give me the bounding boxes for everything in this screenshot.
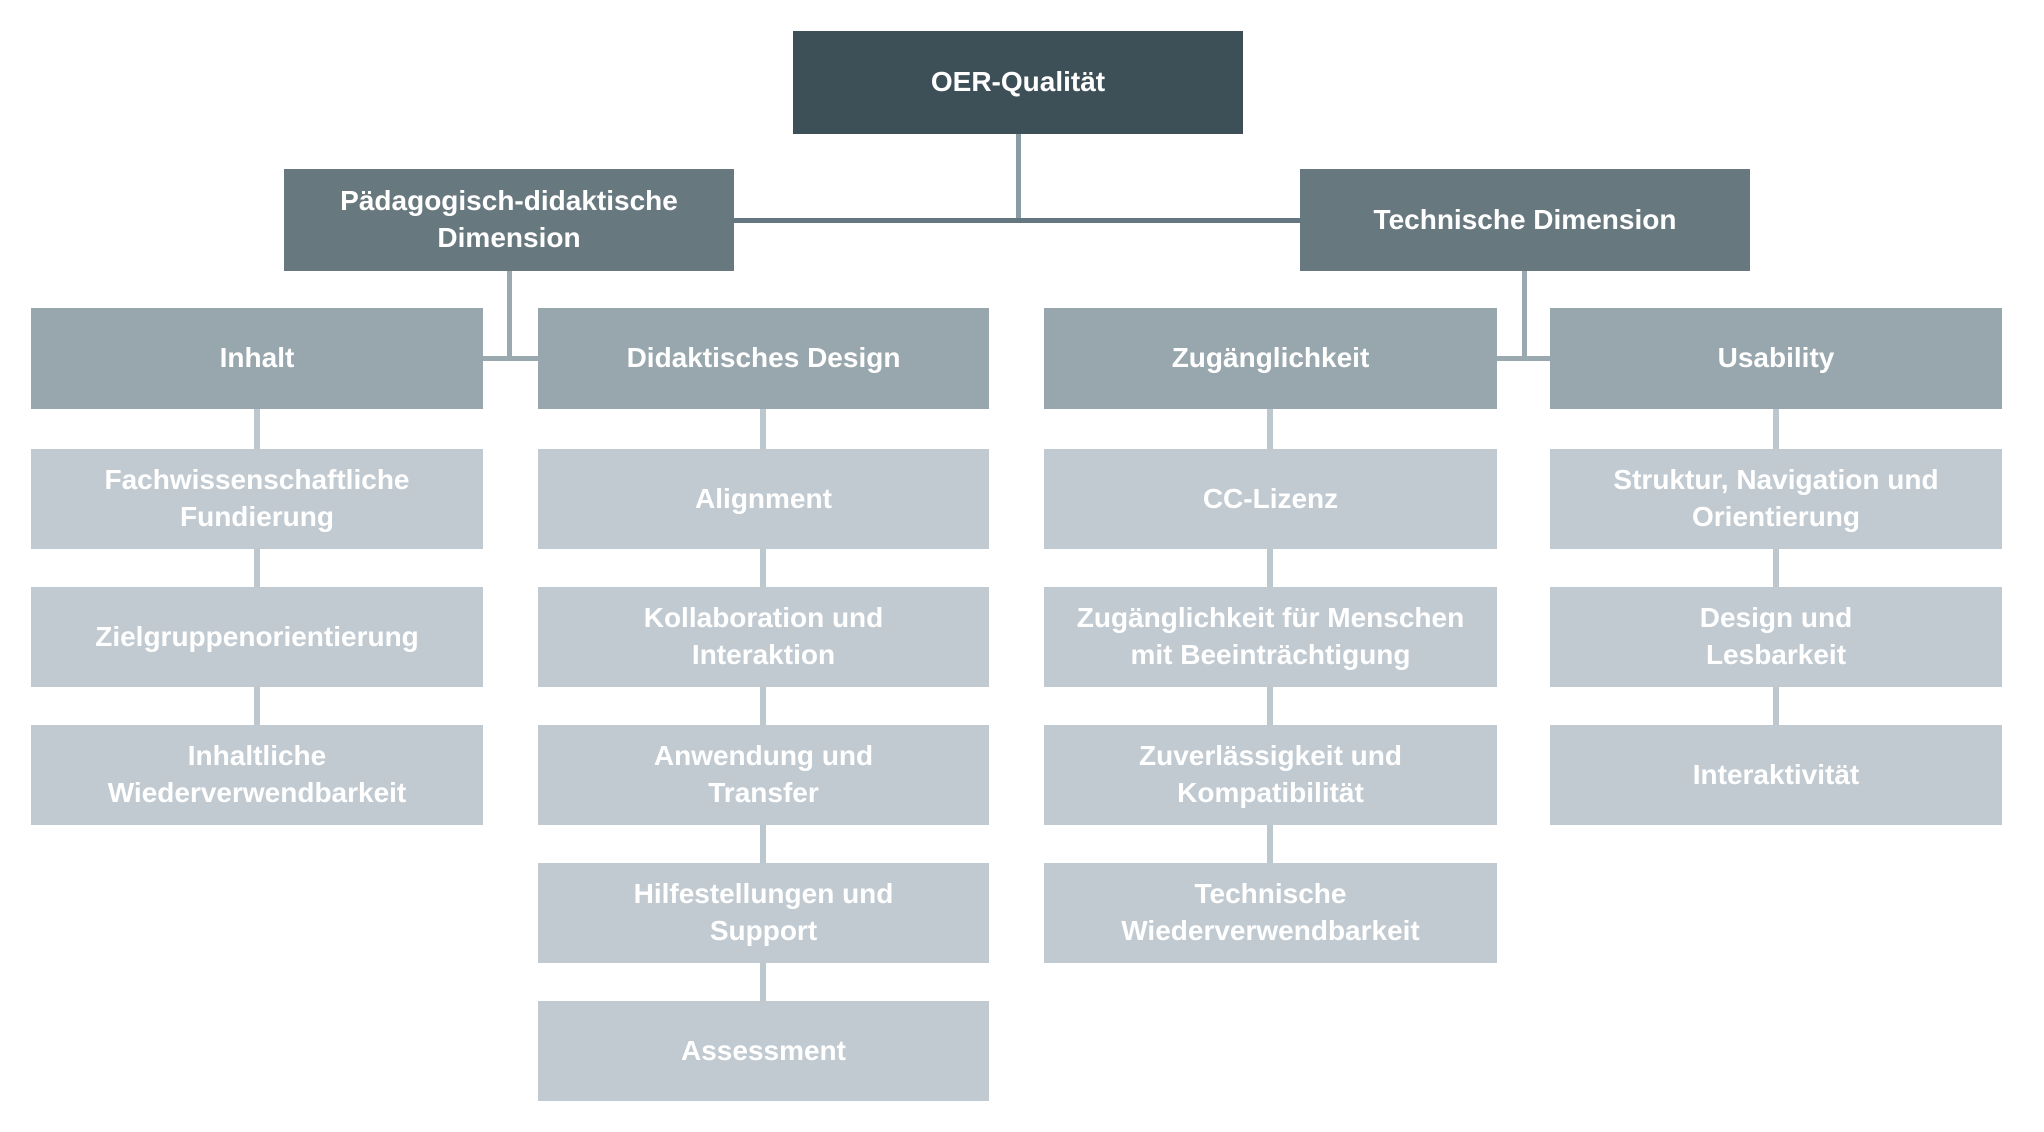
connector-col1-seg3 xyxy=(254,687,260,725)
connector-root-horizontal xyxy=(734,218,1300,223)
connector-dimension-right-vertical xyxy=(1522,271,1527,361)
node-zielgruppenorientierung: Zielgruppenorientierung xyxy=(31,587,483,687)
connector-col2-seg2 xyxy=(760,549,766,587)
connector-col4-seg1 xyxy=(1773,409,1779,449)
connector-col1-seg1 xyxy=(254,409,260,449)
node-inhaltliche-wiederverwendbarkeit: Inhaltliche Wiederverwendbarkeit xyxy=(31,725,483,825)
node-kollaboration-und-interaktion: Kollaboration und Interaktion xyxy=(538,587,989,687)
connector-col2-seg1 xyxy=(760,409,766,449)
connector-col1-seg2 xyxy=(254,549,260,587)
node-fachwissenschaftliche-fundierung: Fachwissenschaftliche Fundierung xyxy=(31,449,483,549)
connector-col4-seg2 xyxy=(1773,549,1779,587)
node-technische-dimension: Technische Dimension xyxy=(1300,169,1750,271)
node-anwendung-und-transfer: Anwendung und Transfer xyxy=(538,725,989,825)
node-zugaenglichkeit: Zugänglichkeit xyxy=(1044,308,1497,409)
node-cc-lizenz: CC-Lizenz xyxy=(1044,449,1497,549)
connector-dimension-left-vertical xyxy=(507,271,512,361)
connector-col2-seg5 xyxy=(760,963,766,1001)
node-alignment: Alignment xyxy=(538,449,989,549)
connector-col3-seg4 xyxy=(1267,825,1273,863)
node-inhalt: Inhalt xyxy=(31,308,483,409)
connector-col3-seg3 xyxy=(1267,687,1273,725)
node-zugaenglichkeit-fuer-menschen: Zugänglichkeit für Menschen mit Beeinträ… xyxy=(1044,587,1497,687)
node-oer-qualitaet: OER-Qualität xyxy=(793,31,1243,134)
node-zuverlaessigkeit-und-kompatibilitaet: Zuverlässigkeit und Kompatibilität xyxy=(1044,725,1497,825)
node-hilfestellungen-und-support: Hilfestellungen und Support xyxy=(538,863,989,963)
connector-col3-seg1 xyxy=(1267,409,1273,449)
connector-dimension-left-horizontal xyxy=(483,356,539,361)
connector-col4-seg3 xyxy=(1773,687,1779,725)
connector-dimension-right-horizontal xyxy=(1496,356,1551,361)
node-struktur-navigation-orientierung: Struktur, Navigation und Orientierung xyxy=(1550,449,2002,549)
connector-col3-seg2 xyxy=(1267,549,1273,587)
connector-root-vertical xyxy=(1016,134,1021,223)
node-interaktivitaet: Interaktivität xyxy=(1550,725,2002,825)
connector-col2-seg4 xyxy=(760,825,766,863)
node-design-und-lesbarkeit: Design und Lesbarkeit xyxy=(1550,587,2002,687)
connector-col2-seg3 xyxy=(760,687,766,725)
node-didaktisches-design: Didaktisches Design xyxy=(538,308,989,409)
node-assessment: Assessment xyxy=(538,1001,989,1101)
node-paedagogisch-didaktische-dimension: Pädagogisch-didaktische Dimension xyxy=(284,169,734,271)
node-usability: Usability xyxy=(1550,308,2002,409)
node-technische-wiederverwendbarkeit: Technische Wiederverwendbarkeit xyxy=(1044,863,1497,963)
